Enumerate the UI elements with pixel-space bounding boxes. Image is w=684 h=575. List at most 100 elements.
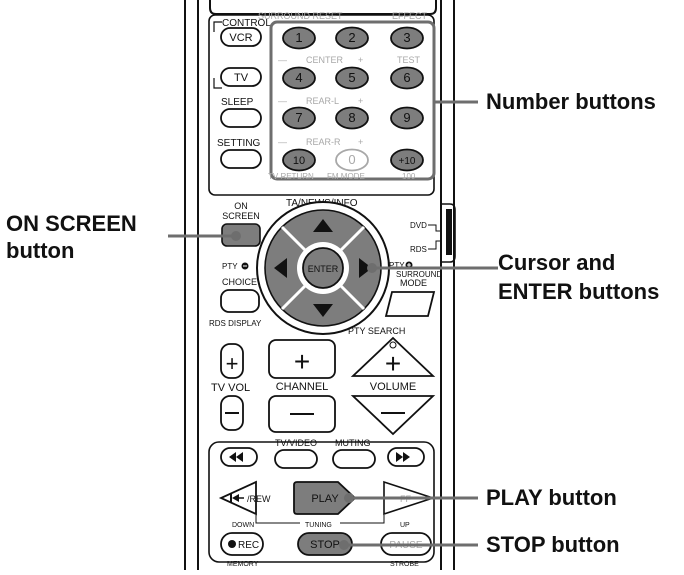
number-label-7: 7 bbox=[295, 110, 302, 125]
vcr-label: VCR bbox=[229, 32, 252, 44]
cursor-leader-dot bbox=[367, 263, 377, 273]
cursor-right-button[interactable] bbox=[359, 258, 372, 278]
callout-cursor-1: Cursor and bbox=[498, 250, 616, 275]
rds-label: RDS bbox=[410, 245, 427, 254]
remote-body bbox=[184, 0, 455, 570]
number-button-10[interactable] bbox=[282, 148, 316, 172]
cursor-up-button[interactable] bbox=[313, 219, 333, 232]
volume-label: VOLUME bbox=[370, 381, 416, 393]
sleep-button[interactable] bbox=[220, 108, 262, 128]
tuning-label: TUNING bbox=[305, 522, 332, 529]
rear-l-label: REAR-L bbox=[306, 96, 339, 106]
callout-cursor-2: ENTER buttons bbox=[498, 279, 660, 304]
dvd-rds-switch[interactable] bbox=[441, 203, 456, 263]
strobe-label: STROBE bbox=[390, 561, 419, 568]
volume-plus: + bbox=[385, 348, 401, 379]
number-label-9: 9 bbox=[403, 110, 410, 125]
play-leader-dot bbox=[344, 493, 354, 503]
number-button-5[interactable] bbox=[335, 66, 369, 90]
number-button-0[interactable] bbox=[335, 148, 369, 172]
channel-plus: + bbox=[294, 346, 310, 377]
dvd-tick bbox=[428, 224, 441, 232]
tv-video-label: TV/VIDEO bbox=[275, 438, 317, 448]
number-button-8[interactable] bbox=[335, 106, 369, 130]
callout-on-screen-2: button bbox=[6, 238, 75, 263]
choice-button[interactable] bbox=[220, 289, 260, 313]
center-label: CENTER bbox=[306, 55, 344, 65]
num-100-label: 100 bbox=[402, 172, 416, 181]
on-screen-leader-dot bbox=[231, 231, 241, 241]
on-screen-label-1: ON bbox=[234, 201, 248, 211]
tv-button[interactable] bbox=[220, 67, 262, 87]
tv-label: TV bbox=[234, 72, 249, 84]
choice-label: CHOICE bbox=[222, 277, 257, 287]
rear-r-label: REAR-R bbox=[306, 137, 341, 147]
plus-rear-l: + bbox=[358, 96, 363, 106]
tv-video-button[interactable] bbox=[274, 449, 318, 469]
channel-up-button[interactable] bbox=[268, 339, 336, 379]
callout-play-button: PLAY button bbox=[486, 485, 617, 510]
callout-lines bbox=[168, 100, 498, 550]
faded-label-left: SURROUND RESET bbox=[258, 11, 343, 21]
tv-vol-label: TV VOL bbox=[211, 382, 250, 394]
number-label-3: 3 bbox=[403, 30, 410, 45]
setting-button[interactable] bbox=[220, 149, 262, 169]
surround-mode-button[interactable] bbox=[384, 291, 436, 317]
pty-plus-v bbox=[408, 263, 410, 267]
cursor-dividers bbox=[280, 225, 366, 311]
number-label-10: 10 bbox=[293, 155, 305, 167]
minus-rear-l: — bbox=[278, 96, 287, 106]
number-button-plus10[interactable] bbox=[390, 148, 424, 172]
down-label: DOWN bbox=[232, 522, 254, 529]
sleep-label: SLEEP bbox=[221, 97, 254, 108]
number-label-2: 2 bbox=[348, 30, 355, 45]
number-button-2[interactable] bbox=[335, 26, 369, 50]
cursor-pad: ENTER bbox=[256, 201, 390, 335]
transport-frame bbox=[208, 441, 435, 563]
number-label-4: 4 bbox=[295, 70, 302, 85]
volume-down-button[interactable] bbox=[350, 395, 436, 436]
pty-minus-dash bbox=[243, 265, 247, 267]
callout-on-screen-1: ON SCREEN bbox=[6, 211, 137, 236]
volume-up-button[interactable] bbox=[350, 336, 436, 377]
number-label-1: 1 bbox=[295, 30, 302, 45]
rew-label: /REW bbox=[247, 494, 271, 504]
cursor-left-button[interactable] bbox=[274, 258, 287, 278]
up-label: UP bbox=[400, 522, 410, 529]
test-label: TEST bbox=[397, 55, 421, 65]
ff-icon-b bbox=[403, 452, 410, 462]
tv-return-label: TV RETURN bbox=[268, 172, 314, 181]
tuning-bracket bbox=[255, 515, 385, 524]
pty-minus-label: PTY bbox=[222, 262, 238, 271]
number-label-8: 8 bbox=[348, 110, 355, 125]
vcr-button[interactable] bbox=[220, 27, 262, 47]
cursor-down-button[interactable] bbox=[313, 304, 333, 317]
rds-display-label: RDS DISPLAY bbox=[209, 319, 262, 328]
tv-vol-plus: + bbox=[226, 351, 239, 376]
tv-vol-up-button[interactable] bbox=[220, 343, 244, 379]
number-button-4[interactable] bbox=[282, 66, 316, 90]
number-label-6: 6 bbox=[403, 70, 410, 85]
surround-label-2: MODE bbox=[400, 278, 427, 288]
memory-label: MEMORY bbox=[227, 561, 259, 568]
rec-button[interactable] bbox=[220, 532, 264, 556]
number-button-9[interactable] bbox=[390, 106, 424, 130]
number-button-1[interactable] bbox=[282, 26, 316, 50]
number-button-7[interactable] bbox=[282, 106, 316, 130]
rds-tick bbox=[428, 240, 441, 250]
number-label-plus10: +10 bbox=[399, 156, 416, 167]
muting-button[interactable] bbox=[332, 449, 376, 469]
number-button-3[interactable] bbox=[390, 26, 424, 50]
enter-button[interactable] bbox=[302, 247, 344, 289]
faded-label-right: EFFECT bbox=[392, 11, 428, 21]
play-button[interactable] bbox=[293, 481, 357, 515]
pty-search-label: PTY SEARCH bbox=[348, 326, 405, 336]
number-button-6[interactable] bbox=[390, 66, 424, 90]
skip-back-icon bbox=[230, 494, 244, 502]
callout-number-buttons: Number buttons bbox=[486, 89, 656, 114]
rewind-icon-b bbox=[236, 452, 243, 462]
fm-mode-label: FM MODE bbox=[327, 172, 365, 181]
stop-label: STOP bbox=[310, 539, 340, 551]
